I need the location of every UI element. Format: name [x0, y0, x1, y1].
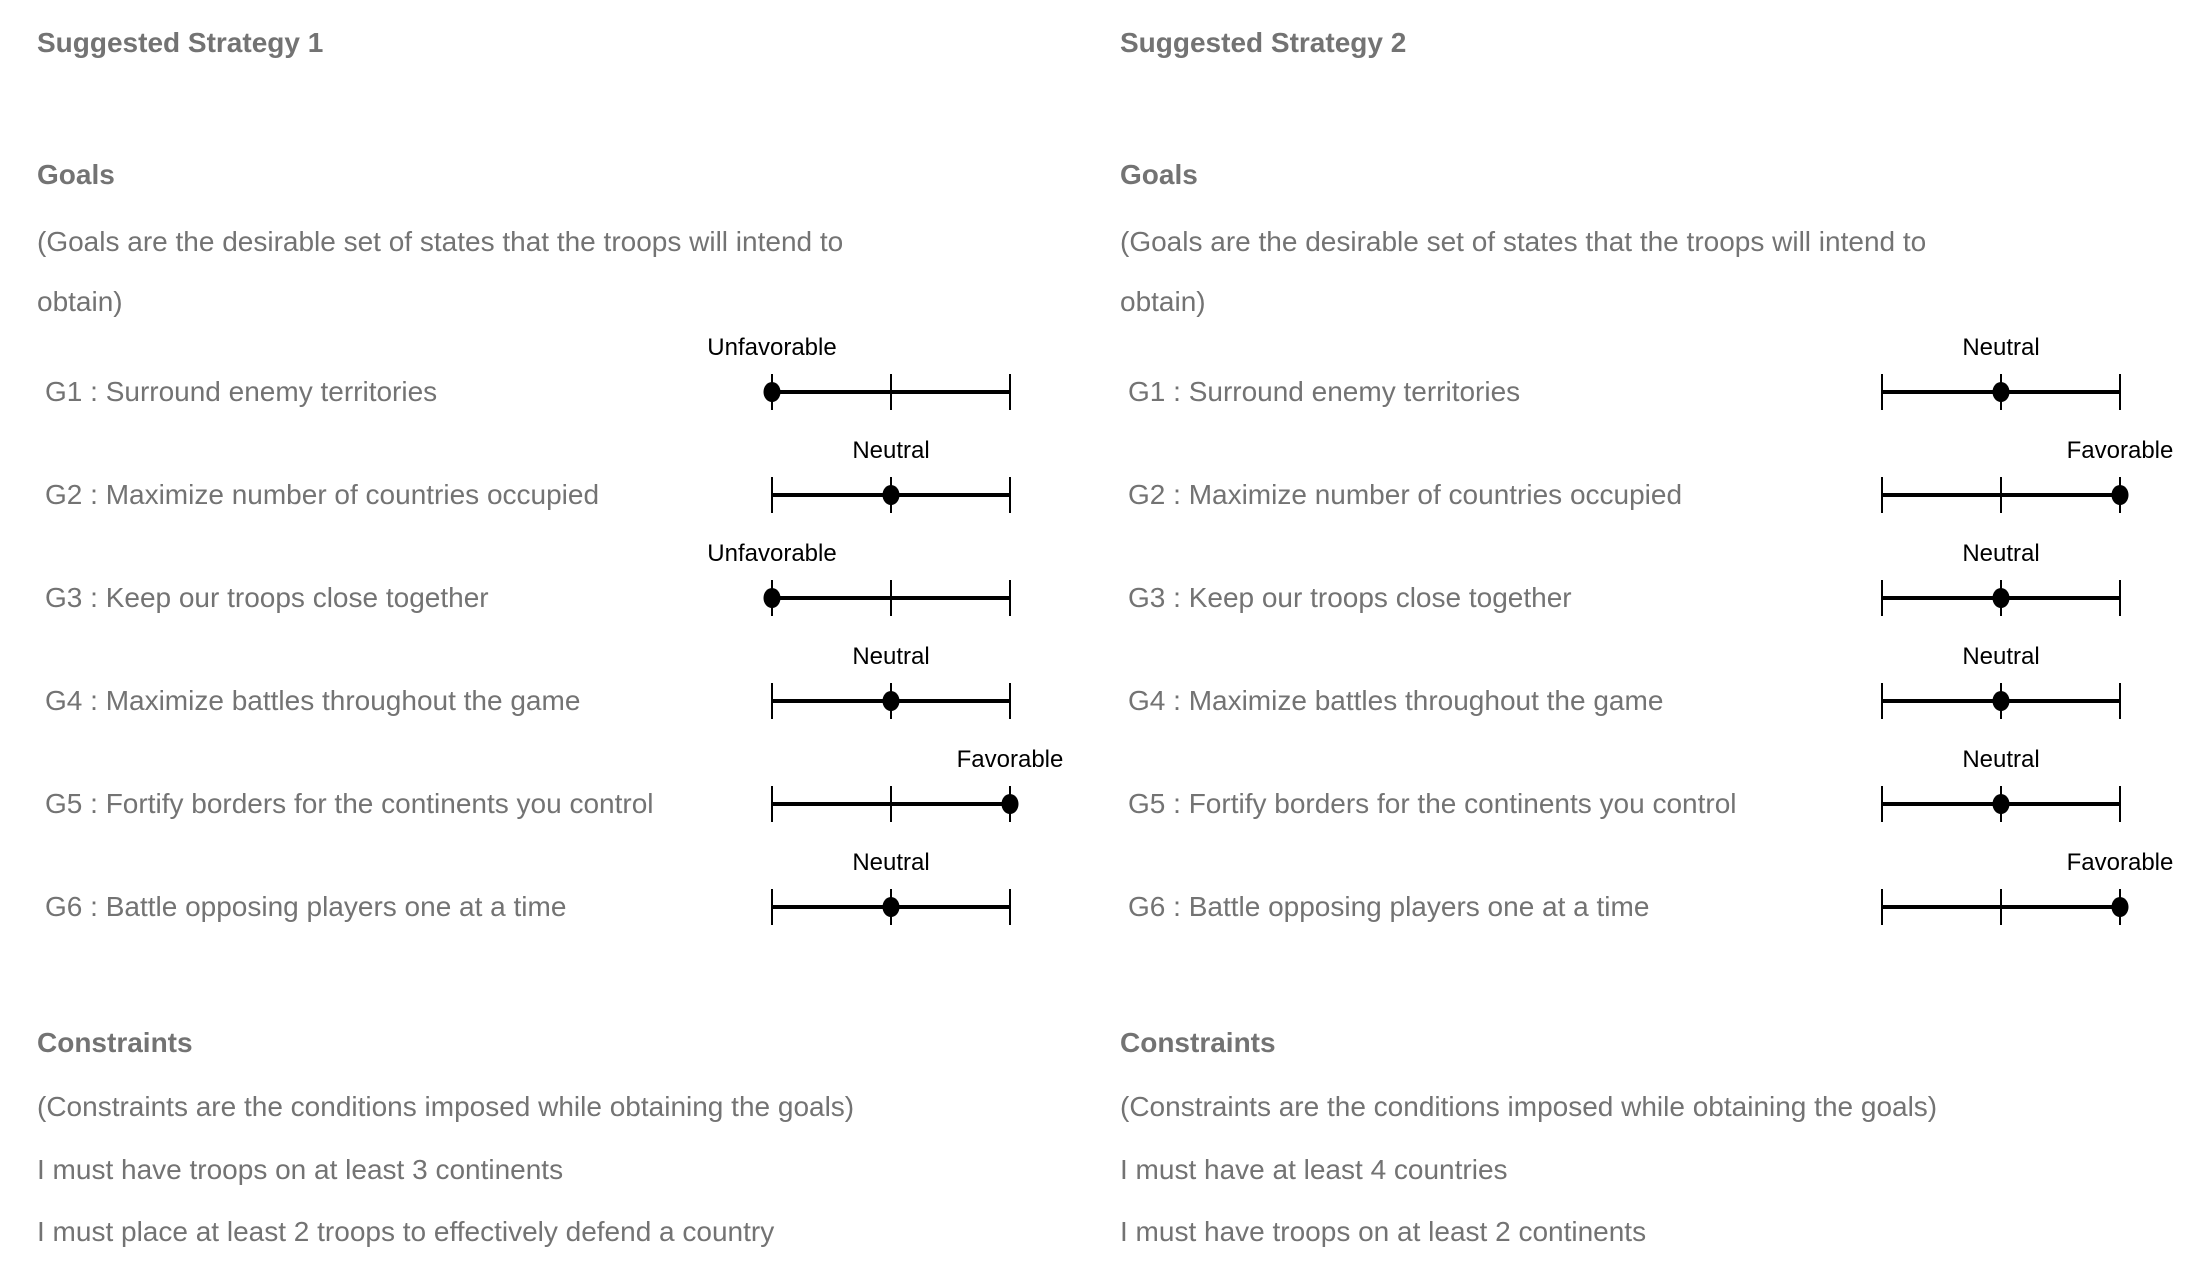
constraints-heading: Constraints — [37, 1027, 193, 1058]
goal-label: G3 : Keep our troops close together — [45, 582, 489, 613]
slider-tick-left — [1881, 580, 1883, 616]
slider-handle[interactable] — [1992, 794, 2010, 814]
goal-label: G2 : Maximize number of countries occupi… — [1128, 479, 1683, 510]
slider-tick-right — [1009, 374, 1011, 410]
slider-handle[interactable] — [882, 485, 900, 505]
slider-tick-middle — [890, 786, 892, 822]
goal-row-g5: G5 : Fortify borders for the continents … — [1120, 746, 2206, 822]
slider-tick-left — [771, 683, 773, 719]
goal-row-g2: G2 : Maximize number of countries occupi… — [37, 437, 1087, 513]
goal-row-g4: G4 : Maximize battles throughout the gam… — [1120, 643, 2206, 719]
slider-rating-label: Neutral — [1962, 540, 2040, 567]
goal-label: G5 : Fortify borders for the continents … — [45, 788, 654, 819]
goal-row-g6: G6 : Battle opposing players one at a ti… — [37, 849, 1087, 925]
slider-handle[interactable] — [2111, 897, 2129, 917]
constraint-item: I must have troops on at least 2 contine… — [1120, 1216, 1647, 1247]
slider-tick-right — [1009, 477, 1011, 513]
constraints-description: (Constraints are the conditions imposed … — [37, 1091, 855, 1122]
slider-tick-left — [771, 786, 773, 822]
constraints-heading: Constraints — [1120, 1027, 1276, 1058]
slider-handle[interactable] — [1992, 588, 2010, 608]
slider-tick-left — [1881, 477, 1883, 513]
slider-handle[interactable] — [882, 897, 900, 917]
slider-tick-left — [771, 477, 773, 513]
slider-tick-right — [1009, 889, 1011, 925]
slider-tick-left — [1881, 683, 1883, 719]
goals-heading: Goals — [37, 159, 115, 190]
slider-tick-middle — [2000, 889, 2002, 925]
goal-label: G4 : Maximize battles throughout the gam… — [45, 685, 581, 716]
slider-rating-label: Neutral — [1962, 334, 2040, 361]
slider-handle[interactable] — [1992, 691, 2010, 711]
slider-rating-label: Neutral — [852, 643, 930, 670]
goals-description: (Goals are the desirable set of states t… — [1120, 226, 1927, 317]
slider-rating-label: Favorable — [956, 746, 1064, 773]
slider-tick-left — [1881, 786, 1883, 822]
slider-tick-middle — [890, 580, 892, 616]
goals-heading: Goals — [1120, 159, 1198, 190]
slider-rating-label: Neutral — [852, 437, 930, 464]
slider-tick-left — [1881, 889, 1883, 925]
slider-tick-right — [1009, 580, 1011, 616]
slider-handle[interactable] — [763, 382, 781, 402]
slider-tick-right — [2119, 786, 2121, 822]
slider-tick-left — [1881, 374, 1883, 410]
constraints-description: (Constraints are the conditions imposed … — [1120, 1091, 1938, 1122]
goal-label: G6 : Battle opposing players one at a ti… — [1128, 891, 1650, 922]
goal-row-g1: G1 : Surround enemy territories Unfavora… — [37, 334, 1087, 410]
goal-label: G6 : Battle opposing players one at a ti… — [45, 891, 567, 922]
goal-row-g4: G4 : Maximize battles throughout the gam… — [37, 643, 1087, 719]
slider-rating-label: Neutral — [1962, 746, 2040, 773]
slider-handle[interactable] — [1992, 382, 2010, 402]
goal-row-g5: G5 : Fortify borders for the continents … — [37, 746, 1087, 822]
goal-label: G2 : Maximize number of countries occupi… — [45, 479, 600, 510]
slider-handle[interactable] — [882, 691, 900, 711]
slider-tick-left — [771, 889, 773, 925]
goal-label: G4 : Maximize battles throughout the gam… — [1128, 685, 1664, 716]
goal-row-g6: G6 : Battle opposing players one at a ti… — [1120, 849, 2206, 925]
goal-label: G3 : Keep our troops close together — [1128, 582, 1572, 613]
goal-row-g2: G2 : Maximize number of countries occupi… — [1120, 437, 2206, 513]
goals-description: (Goals are the desirable set of states t… — [37, 226, 844, 317]
slider-tick-right — [2119, 580, 2121, 616]
slider-rating-label: Favorable — [2066, 849, 2174, 876]
constraint-item: I must place at least 2 troops to effect… — [37, 1216, 775, 1247]
strategy-2-title: Suggested Strategy 2 — [1120, 27, 1407, 58]
slider-tick-right — [2119, 683, 2121, 719]
slider-rating-label: Favorable — [2066, 437, 2174, 464]
goal-label: G1 : Surround enemy territories — [1128, 376, 1521, 407]
goal-label: G1 : Surround enemy territories — [45, 376, 438, 407]
goal-row-g3: G3 : Keep our troops close together Unfa… — [37, 540, 1087, 616]
slider-rating-label: Neutral — [1962, 643, 2040, 670]
slider-tick-right — [1009, 683, 1011, 719]
slider-rating-label: Unfavorable — [707, 334, 837, 361]
goal-row-g1: G1 : Surround enemy territories Neutral — [1120, 334, 2206, 410]
strategy-1-title: Suggested Strategy 1 — [37, 27, 324, 58]
slider-tick-middle — [890, 374, 892, 410]
slider-rating-label: Unfavorable — [707, 540, 837, 567]
slider-tick-right — [2119, 374, 2121, 410]
constraint-item: I must have at least 4 countries — [1120, 1154, 1508, 1185]
slider-rating-label: Neutral — [852, 849, 930, 876]
slider-tick-middle — [2000, 477, 2002, 513]
constraint-item: I must have troops on at least 3 contine… — [37, 1154, 564, 1185]
goal-row-g3: G3 : Keep our troops close together Neut… — [1120, 540, 2206, 616]
slider-handle[interactable] — [1001, 794, 1019, 814]
slider-handle[interactable] — [2111, 485, 2129, 505]
slider-handle[interactable] — [763, 588, 781, 608]
goal-label: G5 : Fortify borders for the continents … — [1128, 788, 1737, 819]
